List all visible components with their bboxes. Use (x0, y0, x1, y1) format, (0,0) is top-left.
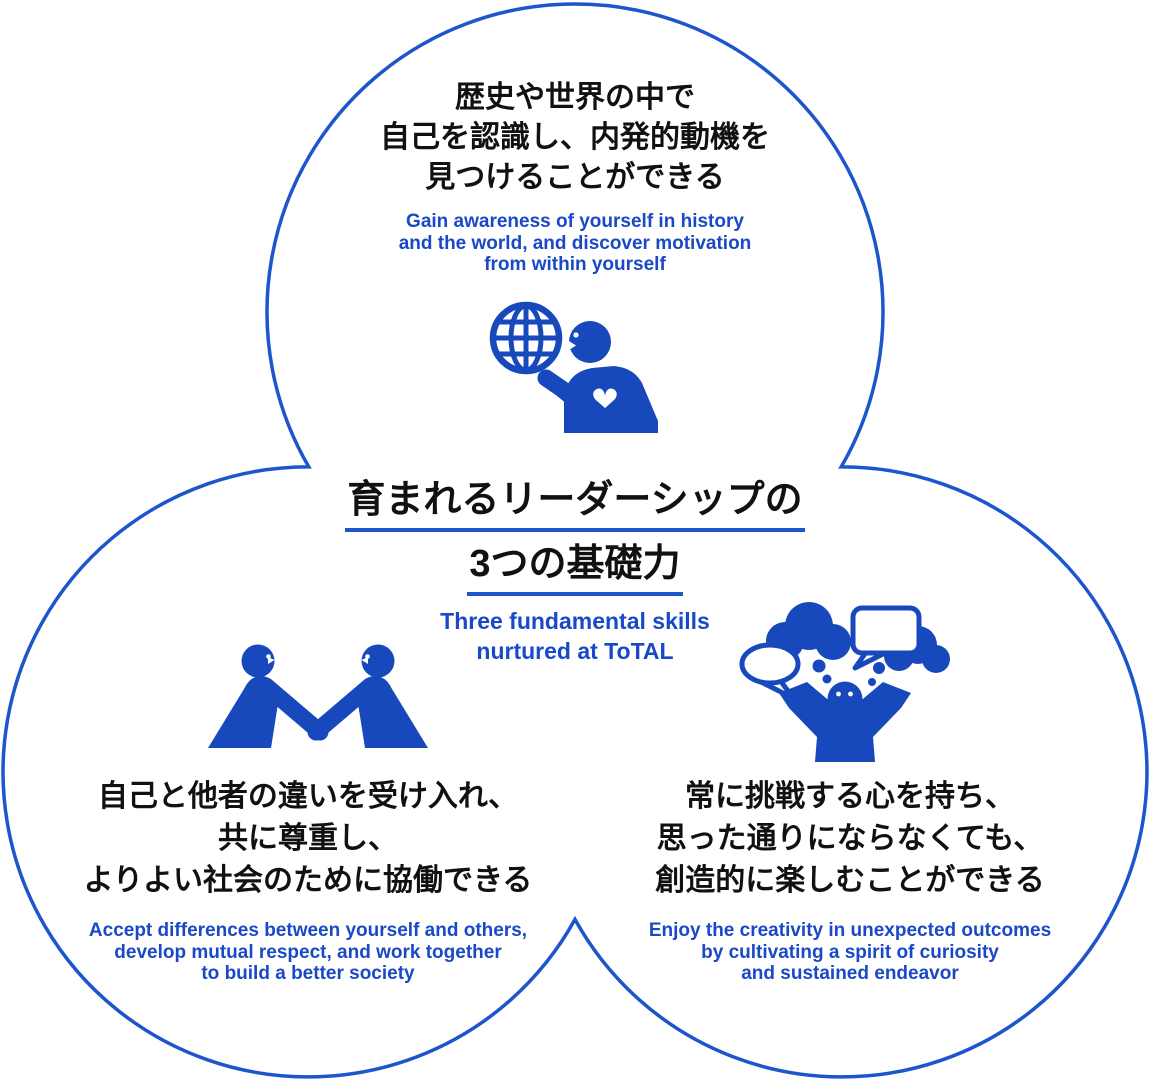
title-line-underlined: 育まれるリーダーシップの (345, 478, 805, 532)
main-title: 育まれるリーダーシップの 3つの基礎力 (275, 478, 875, 596)
speech-bubble-ellipse (739, 642, 801, 701)
text-line: from within yourself (484, 254, 666, 275)
text-line: and the world, and discover motivation (398, 232, 752, 254)
left-en-text: Accept differences between yourself and … (8, 920, 608, 985)
eye-dot (573, 332, 579, 338)
left-jp-text: 自己と他者の違いを受け入れ、 共に尊重し、 よりよい社会のために協働できる (8, 776, 608, 902)
eye-dot (848, 691, 853, 697)
person-figure (564, 321, 658, 433)
raised-arm (537, 369, 587, 411)
main-title-row: 育まれるリーダーシップの (275, 478, 875, 532)
text-line: よりよい社会のために協働できる (83, 864, 533, 897)
text-line: Accept differences between yourself and … (88, 920, 528, 941)
mouth-notch (569, 341, 576, 350)
text-line: 共に尊重し、 (218, 822, 398, 855)
heart-cutout (593, 388, 617, 408)
text-line: to build a better society (201, 963, 415, 984)
person-figure (779, 681, 911, 762)
globe-person-icon (489, 301, 658, 433)
title-line-underlined: 3つの基礎力 (467, 542, 683, 596)
globe-icon (489, 301, 563, 375)
text-line: 思った通りにならなくても、 (656, 822, 1044, 855)
eye-dot (836, 691, 841, 697)
text-line: 歴史や世界の中で (455, 81, 695, 114)
speech-bubble-rect (850, 605, 922, 671)
thought-person-icon (739, 602, 950, 762)
handshake-icon (208, 644, 428, 752)
top-en-text: Gain awareness of yourself in history an… (275, 211, 875, 276)
main-subtitle: Three fundamental skills nurtured at ToT… (275, 606, 875, 666)
right-en-text: Enjoy the creativity in unexpected outco… (550, 920, 1150, 985)
right-jp-text: 常に挑戦する心を持ち、 思った通りにならなくても、 創造的に楽しむことができる (550, 776, 1150, 902)
text-line: 自己と他者の違いを受け入れ、 (97, 780, 519, 813)
text-line: Three fundamental skills (440, 608, 710, 634)
text-line: 見つけることができる (425, 161, 725, 194)
top-jp-text: 歴史や世界の中で 自己を認識し、内発的動機を 見つけることができる (275, 78, 875, 198)
text-line: 常に挑戦する心を持ち、 (685, 780, 1015, 813)
main-title-row: 3つの基礎力 (275, 542, 875, 596)
text-line: nurtured at ToTAL (476, 638, 674, 664)
text-line: develop mutual respect, and work togethe… (114, 941, 502, 963)
text-line: 創造的に楽しむことができる (655, 864, 1045, 897)
text-line: by cultivating a spirit of curiosity (701, 941, 999, 963)
text-line: Gain awareness of yourself in history (406, 211, 744, 232)
text-line: and sustained endeavor (741, 963, 959, 984)
text-line: Enjoy the creativity in unexpected outco… (648, 920, 1052, 941)
person-left (208, 645, 320, 749)
person-right (316, 645, 428, 749)
text-line: 自己を認識し、内発的動機を (380, 121, 770, 154)
